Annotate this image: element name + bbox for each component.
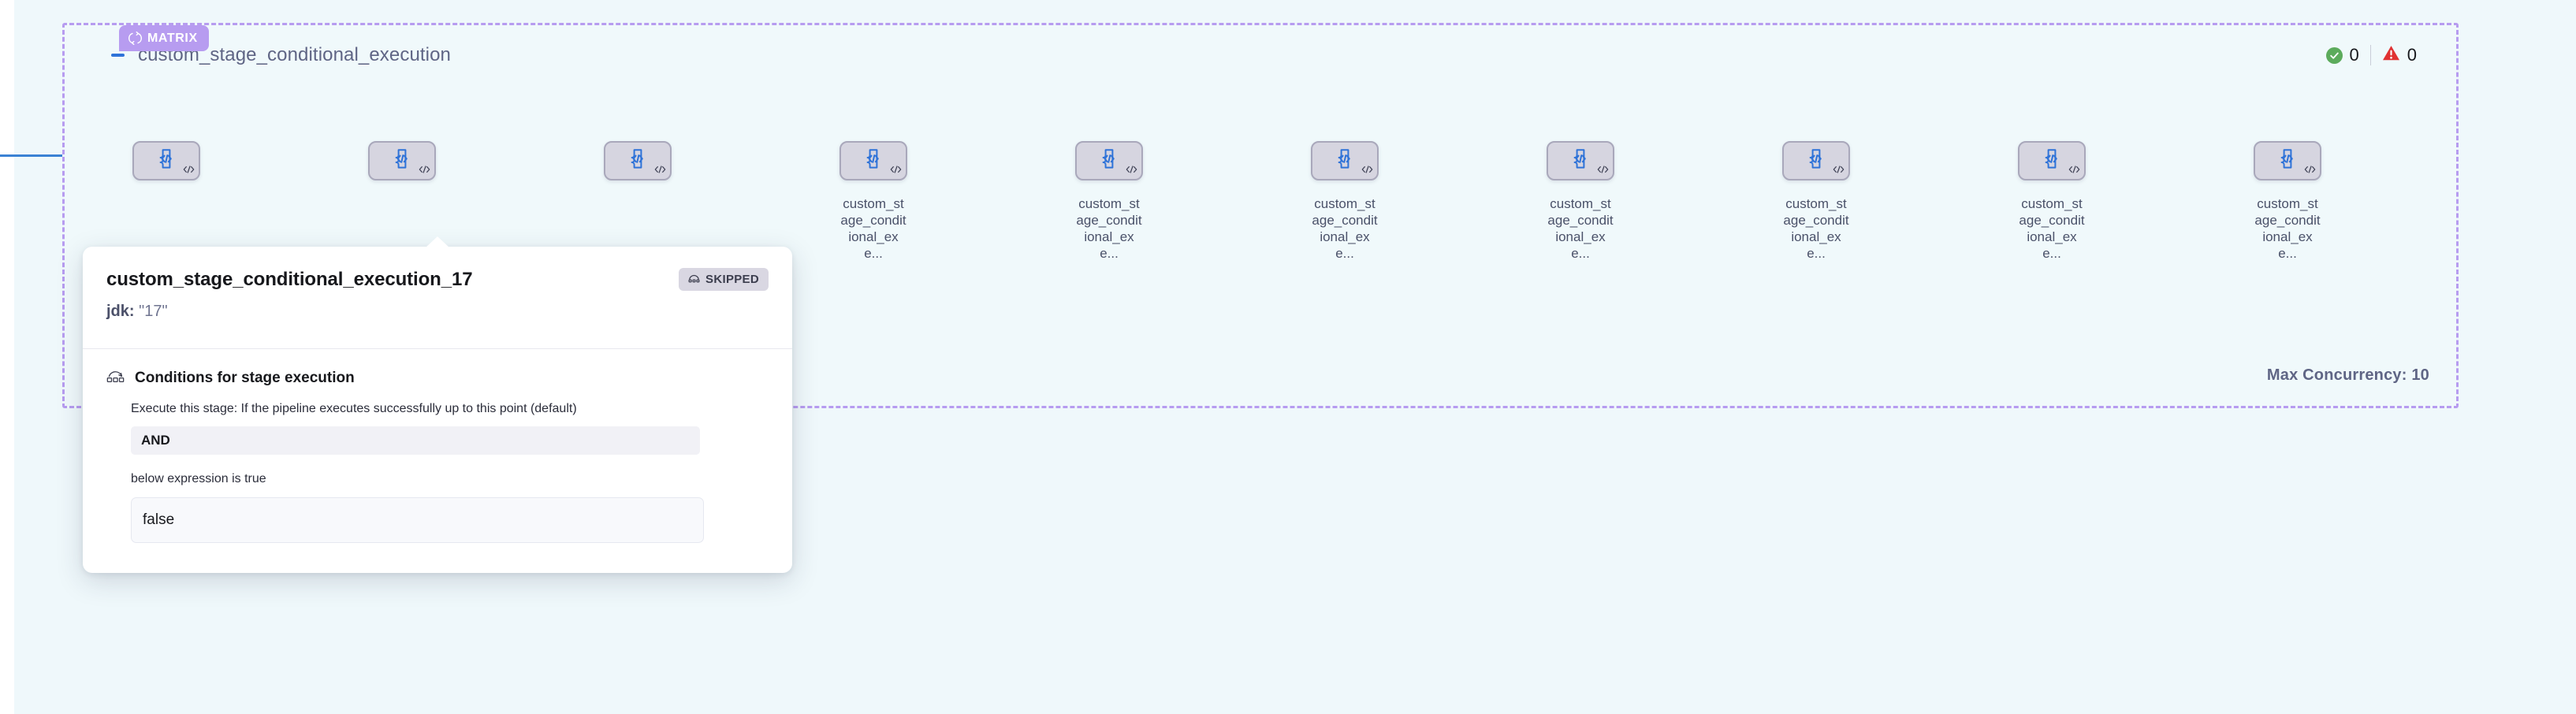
expression-field[interactable]: false: [131, 497, 704, 543]
stage-node-card[interactable]: [368, 141, 436, 180]
custom-stage-code-icon: [1334, 148, 1356, 173]
matrix-node: [368, 141, 436, 195]
custom-stage-code-icon: [862, 148, 884, 173]
custom-stage-code-icon: [1569, 148, 1591, 173]
stage-node-card[interactable]: [604, 141, 672, 180]
matrix-tag[interactable]: MATRIX: [119, 25, 209, 51]
matrix-axis-value: jdk: "17": [106, 303, 769, 321]
custom-stage-code-icon: [1098, 148, 1120, 173]
status-warning: 0: [2371, 45, 2428, 66]
expression-description: below expression is true: [131, 472, 266, 485]
stage-node-card[interactable]: [132, 141, 200, 180]
custom-stage-code-icon: [2041, 148, 2063, 173]
skipped-icon: [688, 273, 700, 286]
status-divider: [2369, 45, 2371, 65]
popover-header: custom_stage_conditional_execution_17 SK…: [83, 247, 792, 349]
minus-icon-bar: [110, 54, 125, 57]
popover-arrow: [426, 236, 449, 247]
max-concurrency-label: Max Concurrency: 10: [2266, 366, 2429, 384]
stage-node-card[interactable]: [2018, 141, 2086, 180]
success-count: 0: [2349, 45, 2359, 65]
matrix-axis-val: "17": [139, 303, 168, 320]
code-tag-icon: [890, 165, 902, 177]
stage-node-card[interactable]: [839, 141, 907, 180]
stage-node-label: custom_stage_conditional_exe...: [2254, 196, 2321, 261]
code-tag-icon: [1833, 165, 1845, 177]
stage-node-card[interactable]: [1782, 141, 1850, 180]
stage-node-label: custom_stage_conditional_exe...: [1547, 196, 1614, 261]
code-tag-icon: [183, 165, 195, 177]
left-gutter: [0, 0, 14, 714]
code-tag-icon: [2068, 165, 2080, 177]
status-success: 0: [2315, 45, 2370, 65]
custom-stage-code-icon: [627, 148, 649, 173]
matrix-node: custom_stage_conditional_exe...: [1311, 141, 1379, 262]
status-badge: SKIPPED: [679, 268, 769, 291]
stage-node-label: custom_stage_conditional_exe...: [1076, 196, 1142, 261]
stage-node-card[interactable]: [1075, 141, 1143, 180]
conditions-description: Execute this stage: If the pipeline exec…: [131, 402, 577, 415]
custom-stage-code-icon: [155, 148, 177, 173]
matrix-node: custom_stage_conditional_exe...: [2018, 141, 2086, 262]
operator-row: AND: [131, 426, 700, 455]
incoming-connector: [0, 154, 65, 157]
stage-node-label: custom_stage_conditional_exe...: [1312, 196, 1378, 261]
custom-stage-code-icon: [391, 148, 413, 173]
stage-node-label: custom_stage_conditional_exe...: [840, 196, 906, 261]
matrix-tag-label: MATRIX: [147, 31, 198, 45]
stage-conditions-icon: [106, 369, 125, 388]
stage-node-label: custom_stage_conditional_exe...: [2019, 196, 2085, 261]
loop-refresh-icon: [128, 32, 142, 45]
status-badge-label: SKIPPED: [705, 273, 759, 286]
stage-detail-popover: custom_stage_conditional_execution_17 SK…: [83, 236, 792, 573]
minus-icon[interactable]: [109, 46, 126, 64]
matrix-node-row: custom_stage_conditional_exe... custom_st…: [65, 25, 2456, 406]
code-tag-icon: [654, 165, 666, 177]
custom-stage-code-icon: [1805, 148, 1827, 173]
warning-triangle-icon: [2382, 45, 2400, 66]
popover-body: Conditions for stage execution Execute t…: [83, 349, 792, 573]
code-tag-icon: [1126, 165, 1137, 177]
check-circle-icon: [2325, 46, 2343, 64]
code-tag-icon: [1361, 165, 1373, 177]
group-status-summary: 0 0: [2315, 45, 2429, 66]
popover-title: custom_stage_conditional_execution_17: [106, 268, 473, 290]
matrix-node: [604, 141, 672, 195]
code-tag-icon: [419, 165, 430, 177]
matrix-node: custom_stage_conditional_exe...: [1075, 141, 1143, 262]
code-tag-icon: [2304, 165, 2316, 177]
conditions-title: Conditions for stage execution: [135, 370, 355, 386]
custom-stage-code-icon: [2276, 148, 2299, 173]
stage-node-card[interactable]: [2254, 141, 2321, 180]
expression-value: false: [143, 511, 175, 528]
stage-node-card[interactable]: [1547, 141, 1614, 180]
code-tag-icon: [1597, 165, 1609, 177]
matrix-axis-key: jdk:: [106, 303, 135, 320]
matrix-node: custom_stage_conditional_exe...: [1782, 141, 1850, 262]
matrix-node: custom_stage_conditional_exe...: [1547, 141, 1614, 262]
warning-count: 0: [2407, 45, 2417, 65]
stage-node-label: custom_stage_conditional_exe...: [1783, 196, 1849, 261]
matrix-node: custom_stage_conditional_exe...: [839, 141, 907, 262]
matrix-node: [132, 141, 200, 195]
matrix-node: custom_stage_conditional_exe...: [2254, 141, 2321, 262]
stage-node-card[interactable]: [1311, 141, 1379, 180]
